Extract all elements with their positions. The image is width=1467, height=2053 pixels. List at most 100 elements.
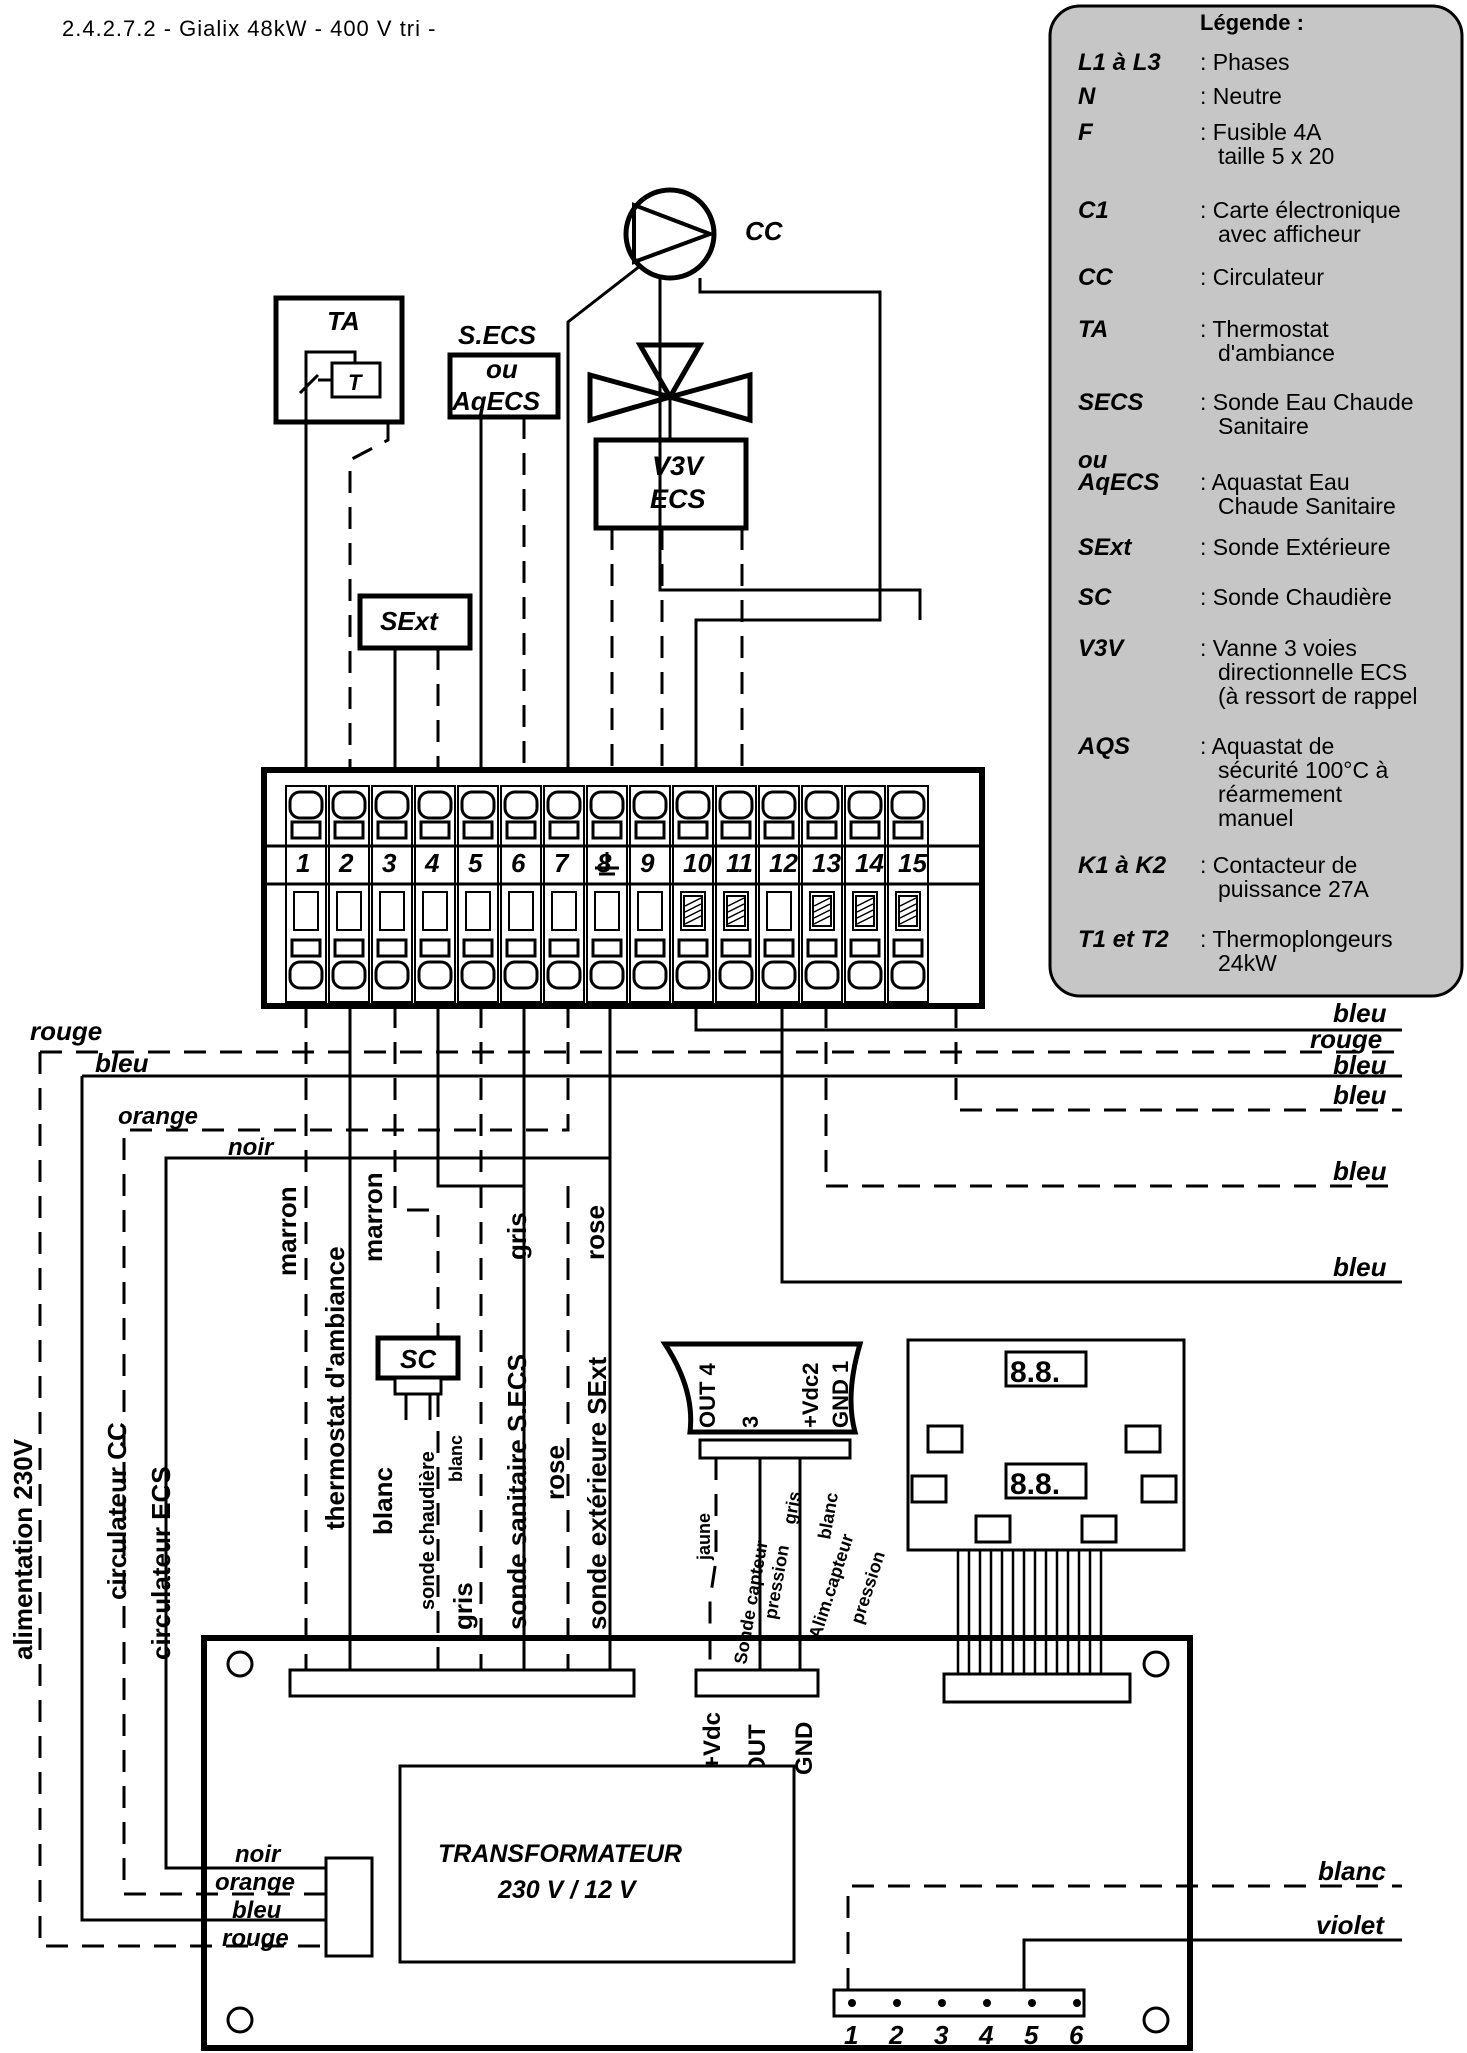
terminal-screw-icon — [632, 790, 668, 820]
terminal-number: 5 — [468, 848, 483, 878]
display-right: 8.8. — [1010, 1468, 1060, 1501]
svg-text:bleu: bleu — [232, 1897, 282, 1924]
svg-text:bleu: bleu — [1333, 1156, 1387, 1186]
sensor-sc: SC — [375, 1335, 461, 1420]
svg-text:ou: ou — [486, 354, 518, 384]
legend-key: K1 à K2 — [1078, 852, 1167, 879]
display-left: 8.8. — [1010, 1356, 1060, 1389]
terminal-screw-icon — [460, 790, 496, 820]
legend-desc: : Neutre — [1200, 83, 1282, 109]
right-wires: bleu rouge bleu bleu bleu bleu — [40, 998, 1402, 1284]
svg-text:T: T — [348, 370, 363, 395]
pin-number: 1 — [844, 2020, 858, 2050]
svg-text:rouge: rouge — [1310, 1024, 1382, 1054]
legend-desc: : Sonde Eau Chaude — [1200, 389, 1414, 415]
legend-desc: : Sonde Chaudière — [1200, 584, 1392, 610]
legend-desc: (à ressort de rappel — [1218, 683, 1417, 709]
terminal-screw-icon — [804, 960, 840, 990]
svg-text:OUT 4: OUT 4 — [695, 1362, 720, 1428]
pressure-connector: OUT 4 3 +Vdc2 GND 1 jaune gris blanc Son… — [660, 1341, 889, 1680]
svg-text:blanc: blanc — [1318, 1856, 1386, 1886]
legend-desc: : Carte électronique — [1200, 197, 1401, 223]
thermostat-ta: TA T — [273, 295, 405, 425]
pin-number: 2 — [888, 2020, 904, 2050]
transformer-label: TRANSFORMATEUR — [438, 1840, 682, 1868]
legend-desc: Chaude Sanitaire — [1218, 493, 1396, 519]
terminal-number: 12 — [769, 848, 798, 878]
pin-icon — [1028, 1999, 1036, 2007]
wire-label: alimentation 230V — [8, 1438, 38, 1660]
wire-label: gris — [448, 1582, 478, 1630]
terminal-screw-icon — [890, 790, 926, 820]
terminal-screw-icon — [761, 960, 797, 990]
ta-label: TA — [327, 306, 360, 336]
button-icon[interactable] — [926, 1424, 964, 1454]
terminal-screw-icon — [331, 790, 367, 820]
legend-desc: manuel — [1218, 805, 1293, 831]
button-icon[interactable] — [974, 1514, 1012, 1544]
terminal-screw-icon — [288, 960, 324, 990]
legend-desc: : Circulateur — [1200, 264, 1324, 290]
svg-text:GND 1: GND 1 — [828, 1361, 853, 1428]
wire-label: rose — [580, 1205, 610, 1260]
legend-desc: 24kW — [1218, 950, 1277, 976]
button-icon[interactable] — [1140, 1474, 1178, 1504]
terminal-screw-icon — [417, 960, 453, 990]
legend-key: SExt — [1078, 534, 1132, 561]
terminal-screw-icon — [804, 790, 840, 820]
terminal-screw-icon — [503, 790, 539, 820]
terminal-screw-icon — [675, 960, 711, 990]
circulator-pump-icon: CC — [623, 187, 784, 281]
terminal-screw-icon — [288, 790, 324, 820]
sensor-sext: SExt — [357, 593, 473, 651]
button-icon[interactable] — [1124, 1424, 1162, 1454]
terminal-number: 6 — [511, 848, 526, 878]
pin-icon — [848, 1999, 856, 2007]
wire-label: rose — [540, 1445, 570, 1500]
legend-key: ou — [1078, 447, 1108, 474]
pin-number: 3 — [934, 2020, 949, 2050]
legend-desc: : Contacteur de — [1200, 852, 1357, 878]
svg-text:pression: pression — [847, 1549, 889, 1627]
wire-label: thermostat d'ambiance — [320, 1246, 350, 1530]
legend-desc: : Fusible 4A — [1200, 119, 1322, 145]
legend-key: L1 à L3 — [1078, 49, 1161, 76]
terminal-number: 2 — [338, 848, 354, 878]
terminal-screw-icon — [417, 790, 453, 820]
button-icon[interactable] — [910, 1474, 948, 1504]
legend-key: V3V — [1078, 635, 1125, 662]
pin-icon — [983, 1999, 991, 2007]
terminal-screw-icon — [331, 960, 367, 990]
svg-text:SC: SC — [400, 1344, 437, 1374]
terminal-number: 11 — [726, 848, 753, 878]
legend-key: SC — [1078, 584, 1112, 611]
legend-desc: : Aquastat Eau — [1200, 469, 1350, 495]
wire-label: marron — [272, 1186, 302, 1276]
wire-label: marron — [358, 1172, 388, 1262]
svg-text:Alim.capteur: Alim.capteur — [805, 1531, 858, 1641]
valve-3-way-icon: V3V ECS — [587, 342, 753, 531]
svg-text:+Vdc2: +Vdc2 — [798, 1363, 823, 1428]
button-icon[interactable] — [1080, 1514, 1118, 1544]
legend-key: N — [1078, 83, 1096, 110]
svg-text:noir: noir — [228, 1134, 275, 1161]
legend-key: T1 et T2 — [1078, 926, 1169, 953]
wire-label: circulateur ECS — [146, 1466, 176, 1660]
pin-icon — [1073, 1999, 1081, 2007]
pin-number: 4 — [978, 2020, 994, 2050]
terminal-number: 1 — [296, 848, 310, 878]
svg-text:rouge: rouge — [30, 1016, 102, 1046]
terminal-number: 9 — [640, 848, 655, 878]
terminal-screw-icon — [890, 960, 926, 990]
legend-desc: : Aquastat de — [1200, 733, 1334, 759]
terminal-screw-icon — [632, 960, 668, 990]
legend-desc: Sanitaire — [1218, 413, 1309, 439]
svg-text:rouge: rouge — [222, 1925, 289, 1952]
wire-label: blanc — [446, 1435, 466, 1482]
legend-title: Légende : — [1200, 10, 1304, 35]
page-title: 2.4.2.7.2 - Gialix 48kW - 400 V tri - — [62, 16, 436, 41]
terminal-number: 14 — [855, 848, 884, 878]
top-wires — [304, 264, 922, 778]
